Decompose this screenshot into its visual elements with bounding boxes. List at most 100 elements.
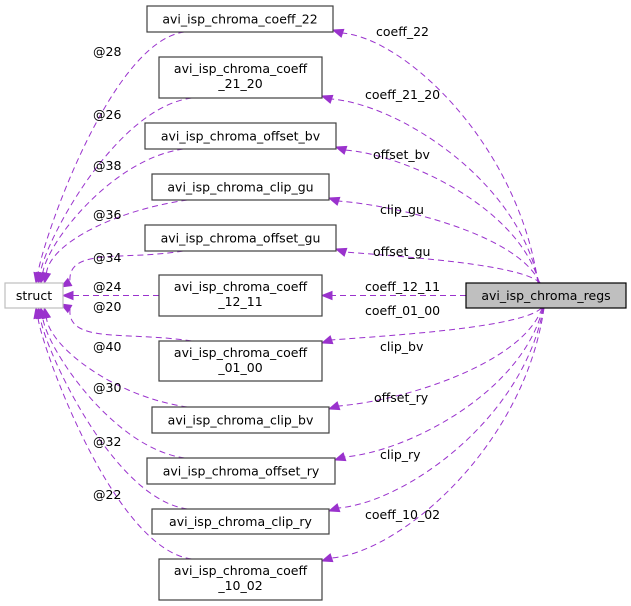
node-label: _12_11 [217,294,262,309]
arrowhead-coeff_10_02 [320,553,334,563]
edge-offset_ry-offset [42,317,185,459]
node-box [151,508,330,535]
arrowhead-coeff_22 [331,28,345,38]
node-box [146,457,336,485]
edge-coeff_22-member [341,32,539,284]
node-coeff_22[interactable]: avi_isp_chroma_coeff_22 [146,5,334,33]
offset-label: @38 [93,158,121,173]
node-box [158,340,323,382]
offset-label: @28 [93,44,121,59]
node-label: _01_00 [217,360,262,375]
node-box [144,224,337,252]
node-label: avi_isp_chroma_offset_bv [161,129,321,144]
offset-label: @20 [93,299,121,314]
arrowhead-struct-clip_gu [41,271,52,285]
node-coeff_10_02[interactable]: avi_isp_chroma_coeff_10_02 [158,558,323,601]
node-label: avi_isp_chroma_clip_ry [169,514,312,529]
member-label: coeff_10_02 [365,507,440,522]
arrowhead-offset_bv [334,145,348,155]
edge-offset_ry-member [343,307,544,458]
edge-clip_gu-offset [45,199,188,274]
node-box [465,282,627,309]
edge-offset_gu-member [344,251,541,284]
node-coeff_01_00[interactable]: avi_isp_chroma_coeff_01_00 [158,340,323,382]
edge-coeff_01_00-offset [69,308,192,342]
node-offset_bv[interactable]: avi_isp_chroma_offset_bv [144,122,337,150]
member-label: offset_ry [374,390,429,405]
arrowhead-offset_ry [333,452,347,462]
arrowhead-coeff_01_00 [320,335,334,345]
node-label: avi_isp_chroma_clip_gu [167,180,313,195]
member-edges [320,28,545,563]
member-label: coeff_12_11 [365,279,440,294]
arrowhead-clip_bv [327,401,341,411]
member-label: offset_gu [373,244,430,259]
member-label: coeff_01_00 [365,303,440,318]
member-label: clip_bv [380,339,424,354]
edge-coeff_10_02-offset [37,317,192,560]
member-label: clip_gu [380,202,424,217]
node-label: avi_isp_chroma_clip_bv [168,413,314,428]
edge-clip_ry-member [337,307,544,509]
node-label: struct [16,288,52,303]
arrowhead-struct-coeff_01_00 [59,303,73,314]
node-box [151,173,330,201]
arrowhead-struct-offset_gu [59,277,73,288]
node-label: avi_isp_chroma_coeff [174,279,308,294]
arrowhead-coeff_12_11 [320,290,333,301]
edge-labels: coeff_22 @28 coeff_21_20 @26 offset_bv @38 cli… [93,24,440,522]
node-coeff_12_11[interactable]: avi_isp_chroma_coeff_12_11 [158,274,323,317]
node-clip_bv[interactable]: avi_isp_chroma_clip_bv [151,406,330,434]
offset-label: @36 [93,207,121,222]
node-box [158,558,323,601]
offset-label: @34 [93,250,121,265]
node-label: _10_02 [217,578,262,593]
edge-coeff_01_00-member [330,307,542,341]
offset-label: @30 [93,380,121,395]
offset-label: @26 [93,107,121,122]
node-box [144,122,337,150]
node-clip_gu[interactable]: avi_isp_chroma_clip_gu [151,173,330,201]
node-offset_gu[interactable]: avi_isp_chroma_offset_gu [144,224,337,252]
node-coeff_21_20[interactable]: avi_isp_chroma_coeff_21_20 [158,56,323,99]
node-struct[interactable]: struct [4,282,64,309]
node-label: avi_isp_chroma_coeff [174,563,308,578]
edge-offset_bv-offset [42,148,184,274]
node-box [158,56,323,99]
member-label: coeff_22 [376,24,429,39]
node-box [151,406,330,434]
offset-label: @22 [93,487,121,502]
arrowhead-struct-coeff_12_11 [61,290,74,301]
member-label: offset_bv [373,147,431,162]
edge-clip_gu-member [337,200,541,284]
node-offset_ry[interactable]: avi_isp_chroma_offset_ry [146,457,336,485]
node-label: avi_isp_chroma_offset_ry [163,464,320,479]
node-clip_ry[interactable]: avi_isp_chroma_clip_ry [151,508,330,535]
offset-label: @32 [93,434,121,449]
arrowhead-clip_gu [327,196,341,206]
arrowhead-struct-coeff_10_02 [33,306,43,320]
offset-edges [33,31,192,560]
node-main[interactable]: avi_isp_chroma_regs [465,282,627,309]
edge-clip_bv-offset [45,317,188,408]
node-box [4,282,64,309]
node-box [158,274,323,317]
edge-coeff_21_20-member [330,98,540,284]
edge-coeff_10_02-member [330,307,545,559]
nodes: avi_isp_chroma_coeff_22 avi_isp_chroma_co… [4,5,627,601]
arrowhead-coeff_21_20 [320,94,334,104]
arrowhead-clip_ry [327,503,341,513]
member-label: clip_ry [380,447,421,462]
edge-clip_bv-member [337,307,543,407]
node-label: avi_isp_chroma_regs [481,288,610,303]
edge-offset_bv-member [344,149,540,284]
arrowhead-offset_gu [334,247,348,257]
edge-offset_gu-offset [69,250,184,283]
node-label: avi_isp_chroma_coeff [174,61,308,76]
node-label: _21_20 [217,76,262,91]
member-label: coeff_21_20 [365,87,440,102]
edge-coeff_21_20-offset [39,97,192,274]
offset-label: @24 [93,279,121,294]
edge-clip_ry-offset [39,317,188,510]
